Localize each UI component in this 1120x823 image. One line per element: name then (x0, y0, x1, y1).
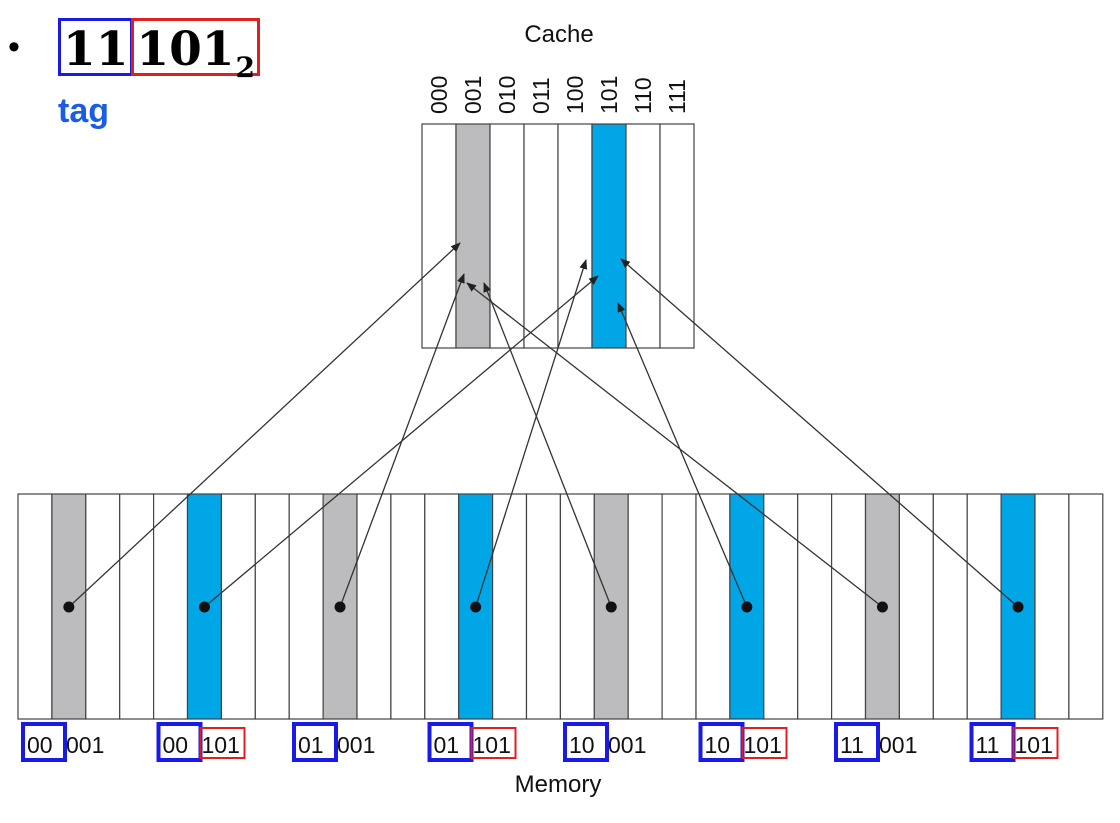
mapping-arrow (483, 282, 612, 608)
address-tag-text: 01 (298, 732, 324, 758)
address-index-text: 101 (136, 22, 235, 77)
memory-block (1068, 493, 1104, 720)
mapping-arrows (63, 242, 1024, 613)
memory-block (356, 493, 392, 720)
tag-label: tag (58, 92, 109, 130)
memory-block (627, 493, 663, 720)
address-rest-text: 001 (337, 732, 375, 758)
cache-slot-label: 011 (528, 77, 554, 114)
mapping-arrow (339, 273, 465, 608)
cache-slot-label: 100 (562, 76, 588, 114)
cache-array: 000 001 010 011 100 101 110 111 (421, 76, 695, 349)
memory-block (220, 493, 256, 720)
address-rest-text: 101 (473, 732, 511, 758)
cache-slot (659, 123, 695, 349)
memory-block (85, 493, 121, 720)
memory-block (932, 493, 968, 720)
address-index-box (470, 727, 517, 759)
address-index-box (741, 727, 788, 759)
address-rest-text: 101 (1015, 732, 1053, 758)
memory-block (966, 493, 1002, 720)
bullet: • (8, 28, 20, 66)
cache-slot-label: 001 (460, 76, 486, 114)
memory-block (153, 493, 189, 720)
memory-title: Memory (515, 771, 602, 798)
memory-block (797, 493, 833, 720)
address-rest-text: 101 (744, 732, 782, 758)
cache-slot (455, 123, 491, 349)
mapping-arrow (68, 242, 461, 608)
mapping-arrow (620, 258, 1019, 608)
address-tag-box (292, 722, 338, 762)
memory-block (254, 493, 290, 720)
address-rest-text: 001 (66, 732, 104, 758)
address-index-box: 1012 (131, 18, 260, 84)
memory-block (492, 493, 528, 720)
cache-slot-label: 000 (426, 76, 452, 114)
cache-slot-label: 110 (630, 77, 656, 114)
cache-slot (591, 123, 627, 349)
address-tag-text: 10 (569, 732, 595, 758)
address-index-box (1012, 727, 1059, 759)
address-rest-text: 001 (879, 732, 917, 758)
memory-block (661, 493, 697, 720)
memory-block-dot (198, 601, 210, 613)
cache-slot (625, 123, 661, 349)
cache-title: Cache (524, 21, 593, 48)
memory-block (525, 493, 562, 720)
memory-block (424, 493, 460, 720)
address-rest-text: 101 (202, 732, 240, 758)
address-tag-box (563, 722, 609, 762)
mapping-arrow (617, 302, 748, 608)
cache-slot (557, 123, 593, 349)
address-tag-text: 11 (976, 732, 1000, 758)
cache-slot-label: 010 (494, 76, 520, 114)
address-base: 2 (235, 51, 255, 84)
memory-block-dot (876, 601, 888, 613)
address-rest-text: 001 (608, 732, 646, 758)
address-index-box (199, 727, 246, 759)
address-tag-text: 10 (705, 732, 731, 758)
memory-block (1034, 493, 1070, 720)
memory-block-dot (605, 601, 617, 613)
memory-block-dot (470, 601, 482, 613)
cache-slot (489, 123, 525, 349)
memory-block (830, 493, 867, 720)
mapping-arrow (466, 282, 883, 608)
address-tag-box (21, 722, 67, 762)
address-tag-box (834, 722, 880, 762)
memory-block-dot (741, 601, 753, 613)
memory-array (17, 493, 1104, 720)
memory-block (17, 493, 53, 720)
address-tag-text: 00 (27, 732, 53, 758)
cache-slot-label: 111 (664, 79, 690, 114)
address-tag-text: 11 (840, 732, 864, 758)
cache-slot (421, 123, 457, 349)
address-tag-text: 00 (163, 732, 189, 758)
cache-slot-label: 101 (596, 76, 622, 114)
address-tag-box: 11 (58, 18, 134, 77)
memory-block (559, 493, 595, 720)
memory-block (119, 493, 155, 720)
memory-block-dot (334, 601, 346, 613)
memory-block (288, 493, 324, 720)
mapping-arrow (475, 259, 588, 608)
memory-block (390, 493, 426, 720)
address-tag-text: 01 (434, 732, 460, 758)
memory-block-dot (63, 601, 75, 613)
memory-block-dot (1012, 601, 1024, 613)
